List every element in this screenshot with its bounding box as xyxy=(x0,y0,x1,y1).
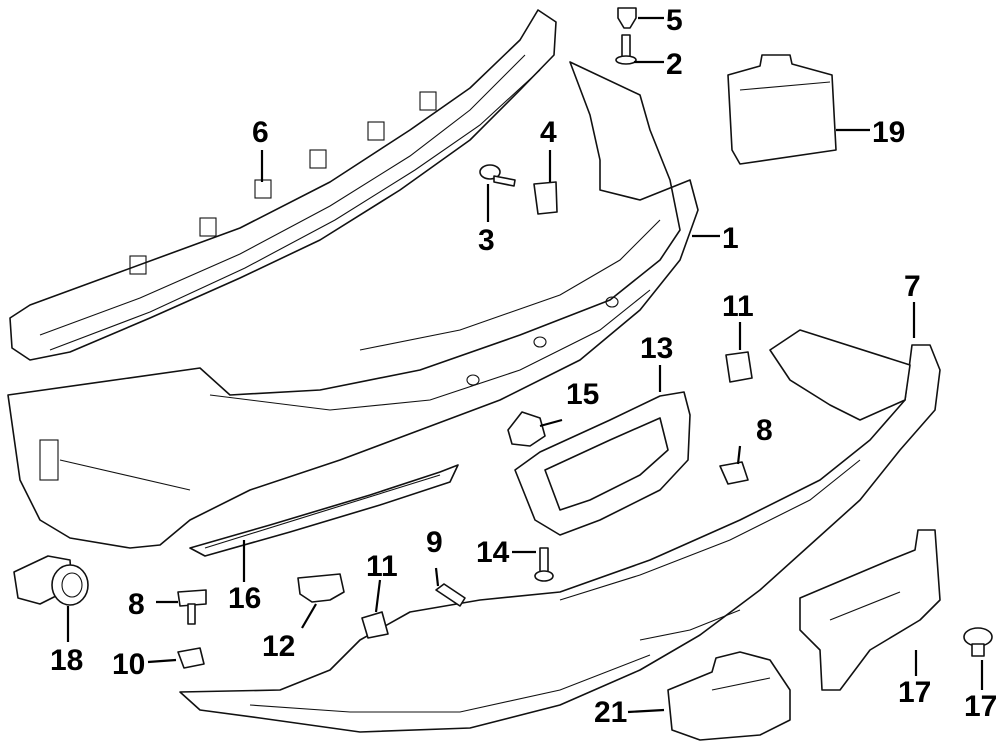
callout-4: 4 xyxy=(540,116,557,149)
part-9-bolt[interactable] xyxy=(435,583,466,607)
part-10-nut[interactable] xyxy=(177,647,205,669)
part-2-bolt[interactable] xyxy=(615,34,637,65)
callout-16: 16 xyxy=(228,582,261,615)
callout-11-lower: 11 xyxy=(366,550,398,583)
part-4-clip[interactable] xyxy=(533,181,558,215)
part-12-bracket[interactable] xyxy=(297,573,345,603)
callout-10: 10 xyxy=(112,648,145,681)
callout-11-upper: 11 xyxy=(722,290,754,323)
part-18-bolt[interactable] xyxy=(963,627,993,657)
part-14-bolt[interactable] xyxy=(534,547,554,582)
callout-19: 18 xyxy=(50,644,83,677)
callout-7: 7 xyxy=(904,270,921,303)
part-8-clip-right[interactable] xyxy=(719,461,749,485)
part-20-module[interactable] xyxy=(727,54,837,165)
callout-9: 9 xyxy=(426,526,443,559)
callout-21: 21 xyxy=(594,696,627,729)
part-11-clip-upper[interactable] xyxy=(725,351,753,383)
part-1-bumper-cover[interactable] xyxy=(7,61,699,549)
callout-8-right: 8 xyxy=(756,414,773,447)
part-11-clip-lower[interactable] xyxy=(361,611,389,639)
callout-14: 14 xyxy=(476,536,510,569)
leader-lines xyxy=(66,16,984,714)
callout-15: 15 xyxy=(566,378,599,411)
callout-8-left: 8 xyxy=(128,588,145,621)
callout-2: 2 xyxy=(666,48,683,81)
part-17-bracket[interactable] xyxy=(799,529,941,691)
callout-5: 5 xyxy=(666,4,683,37)
part-6-reinforcement[interactable] xyxy=(9,9,557,361)
callout-1: 1 xyxy=(722,222,739,255)
callout-3: 3 xyxy=(478,224,495,257)
callouts: 5 2 19 6 4 3 1 11 7 13 15 8 9 14 11 16 8… xyxy=(50,4,997,729)
callout-12: 12 xyxy=(262,630,295,663)
part-5-fastener[interactable] xyxy=(617,7,637,29)
callout-6: 6 xyxy=(252,116,269,149)
part-19-sensor[interactable] xyxy=(13,555,89,606)
part-3-push-pin[interactable] xyxy=(479,164,516,187)
part-21-module[interactable] xyxy=(667,651,791,741)
callout-17: 17 xyxy=(898,676,931,709)
part-15-clip[interactable] xyxy=(507,411,546,447)
callout-18: 17 xyxy=(964,690,997,723)
part-13-bracket[interactable] xyxy=(514,391,691,536)
callout-13: 13 xyxy=(640,332,673,365)
part-16-reflector-strip[interactable] xyxy=(189,464,459,557)
callout-20: 19 xyxy=(872,116,905,149)
part-8-bolt-left[interactable] xyxy=(177,589,207,625)
